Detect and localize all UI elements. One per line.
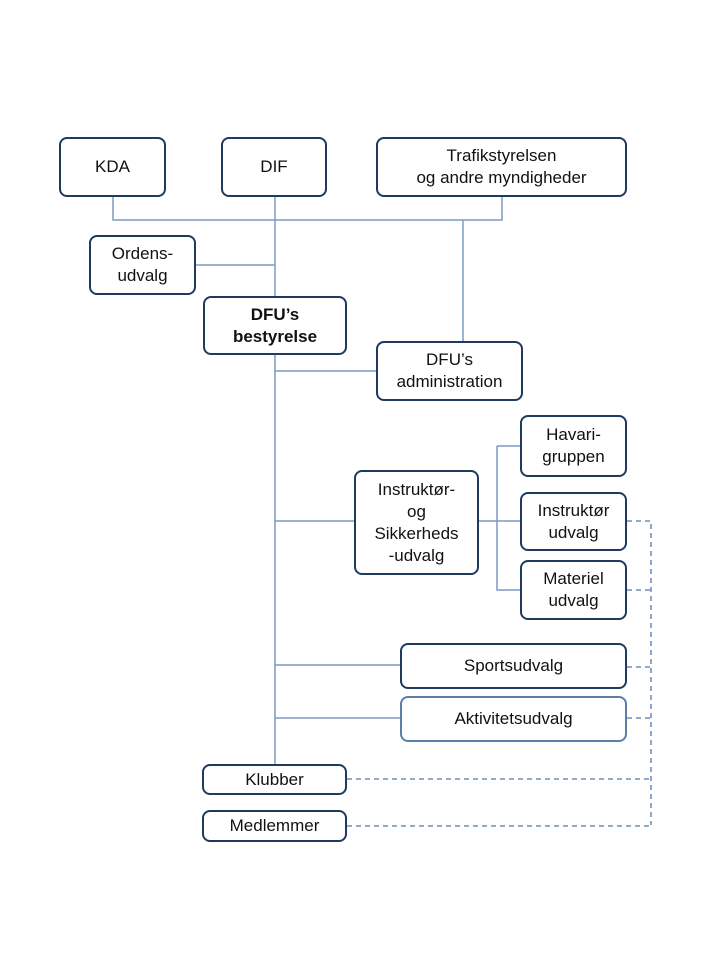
node-trafikstyrelsen: Trafikstyrelsen og andre myndigheder <box>376 137 627 197</box>
node-instruktorudvalg: Instruktør udvalg <box>520 492 627 551</box>
node-kda: KDA <box>59 137 166 197</box>
node-havarigruppen: Havari- gruppen <box>520 415 627 477</box>
node-klubber: Klubber <box>202 764 347 795</box>
node-bestyrelse: DFU’s bestyrelse <box>203 296 347 355</box>
node-dif: DIF <box>221 137 327 197</box>
node-ordensudvalg: Ordens- udvalg <box>89 235 196 295</box>
node-instruktor-sikkerhed: Instruktør- og Sikkerheds -udvalg <box>354 470 479 575</box>
node-aktivitetsudvalg: Aktivitetsudvalg <box>400 696 627 742</box>
node-materiel: Materiel udvalg <box>520 560 627 620</box>
dashed-instruktor <box>627 520 652 825</box>
node-administration: DFU’s administration <box>376 341 523 401</box>
node-sportsudvalg: Sportsudvalg <box>400 643 627 689</box>
node-medlemmer: Medlemmer <box>202 810 347 842</box>
connector-sub-vertical <box>496 446 520 591</box>
connector-top-bus <box>112 197 503 221</box>
